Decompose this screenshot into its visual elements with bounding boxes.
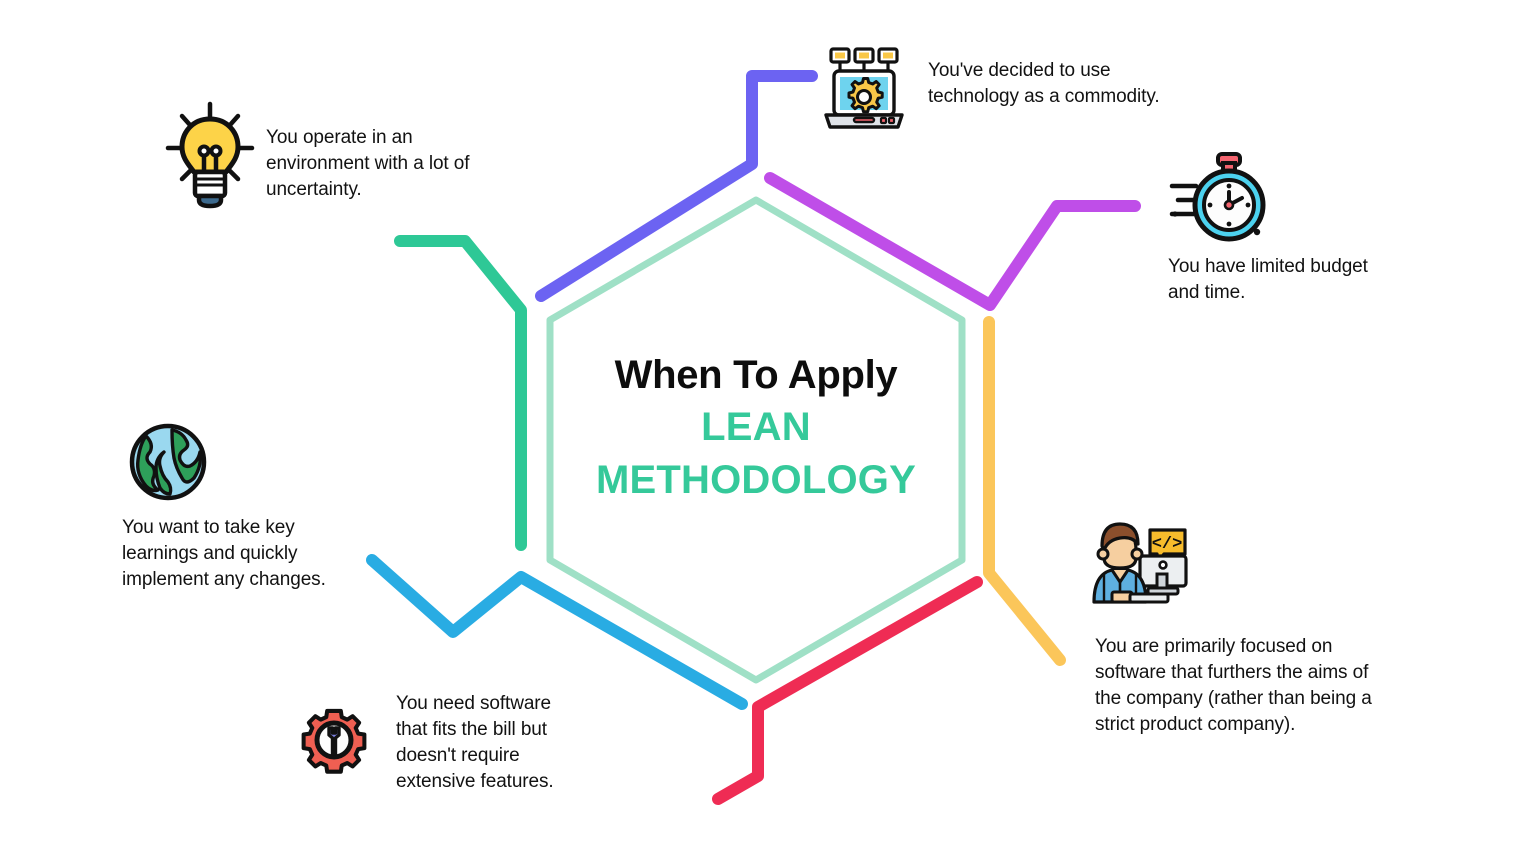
- connector-commodity: [535, 70, 818, 302]
- connector-uncertainty: [394, 235, 527, 551]
- callout-text-commodity: You've decided to use technology as a co…: [928, 60, 1160, 108]
- callout-text-features: You need software that fits the bill but…: [396, 693, 554, 793]
- lightbulb-icon: [162, 100, 258, 210]
- connector-features: [366, 554, 748, 710]
- callout-text-budget: You have limited budget and time.: [1168, 256, 1368, 304]
- connector-crimson: [712, 576, 983, 805]
- page-title-line3: METHODOLOGY: [596, 457, 916, 502]
- page-title-line2: LEAN: [701, 405, 811, 450]
- developer-monitor-icon: </>: [1090, 512, 1190, 604]
- laptop-gear-icon: [820, 45, 908, 133]
- connector-company: [983, 316, 1066, 666]
- gear-wrench-icon: [292, 698, 376, 782]
- callout-text-company: You are primarily focused on software th…: [1095, 636, 1372, 736]
- callout-text-uncertainty: You operate in an environment with a lot…: [266, 127, 470, 201]
- globe-icon: [128, 422, 208, 502]
- connector-budget: [764, 172, 1141, 311]
- svg-text:</>: </>: [1152, 535, 1183, 554]
- center-title-block: When To Apply LEAN METHODOLOGY: [556, 352, 956, 503]
- callout-text-learnings: You want to take key learnings and quick…: [122, 517, 326, 591]
- page-title-line1: When To Apply: [614, 353, 898, 397]
- stopwatch-icon: [1168, 150, 1268, 246]
